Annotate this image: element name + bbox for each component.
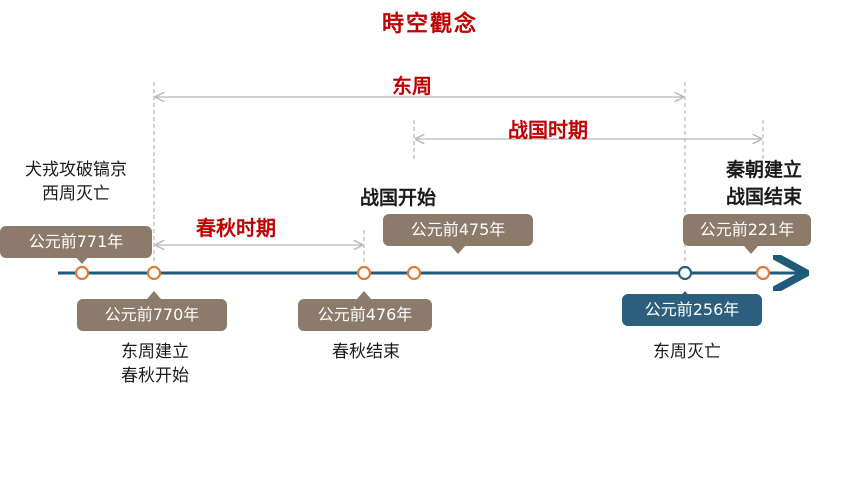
event-line: 战国结束 [725, 186, 802, 208]
event-line: 犬戎攻破镐京 [25, 160, 127, 180]
event-line: 秦朝建立 [725, 159, 802, 181]
marker-770 [146, 265, 162, 281]
date-badge-770: 公元前770年 [77, 299, 227, 331]
event-qin: 秦朝建立 战国结束 [708, 157, 820, 211]
marker-476 [356, 265, 372, 281]
pointer-770 [147, 291, 161, 299]
date-badge-476: 公元前476年 [298, 299, 432, 331]
event-line: 西周灭亡 [42, 184, 110, 204]
event-dongzhou-founded: 东周建立 春秋开始 [100, 340, 210, 388]
event-line: 春秋开始 [121, 366, 189, 386]
pointer-221 [744, 246, 758, 254]
event-zhanguo-start: 战国开始 [360, 187, 437, 209]
page-title: 時空觀念 [381, 11, 478, 37]
event-dongzhou-end: 东周灭亡 [653, 342, 721, 362]
marker-221 [755, 265, 771, 281]
marker-475 [406, 265, 422, 281]
date-badge-771: 公元前771年 [0, 226, 152, 258]
event-chunqiu-end: 春秋结束 [332, 342, 400, 362]
period-label-chunqiu: 春秋时期 [196, 216, 276, 240]
date-badge-221: 公元前221年 [683, 214, 811, 246]
pointer-475 [451, 246, 465, 254]
pointer-771 [75, 256, 89, 264]
pointer-476 [357, 291, 371, 299]
marker-771 [74, 265, 90, 281]
date-badge-256: 公元前256年 [622, 294, 762, 326]
marker-256 [677, 265, 693, 281]
date-badge-475: 公元前475年 [383, 214, 533, 246]
event-line: 东周建立 [121, 342, 189, 362]
period-label-zhanguo: 战国时期 [508, 118, 588, 142]
event-quanrong: 犬戎攻破镐京 西周灭亡 [6, 158, 146, 206]
period-label-dongzhou: 东周 [392, 74, 432, 98]
